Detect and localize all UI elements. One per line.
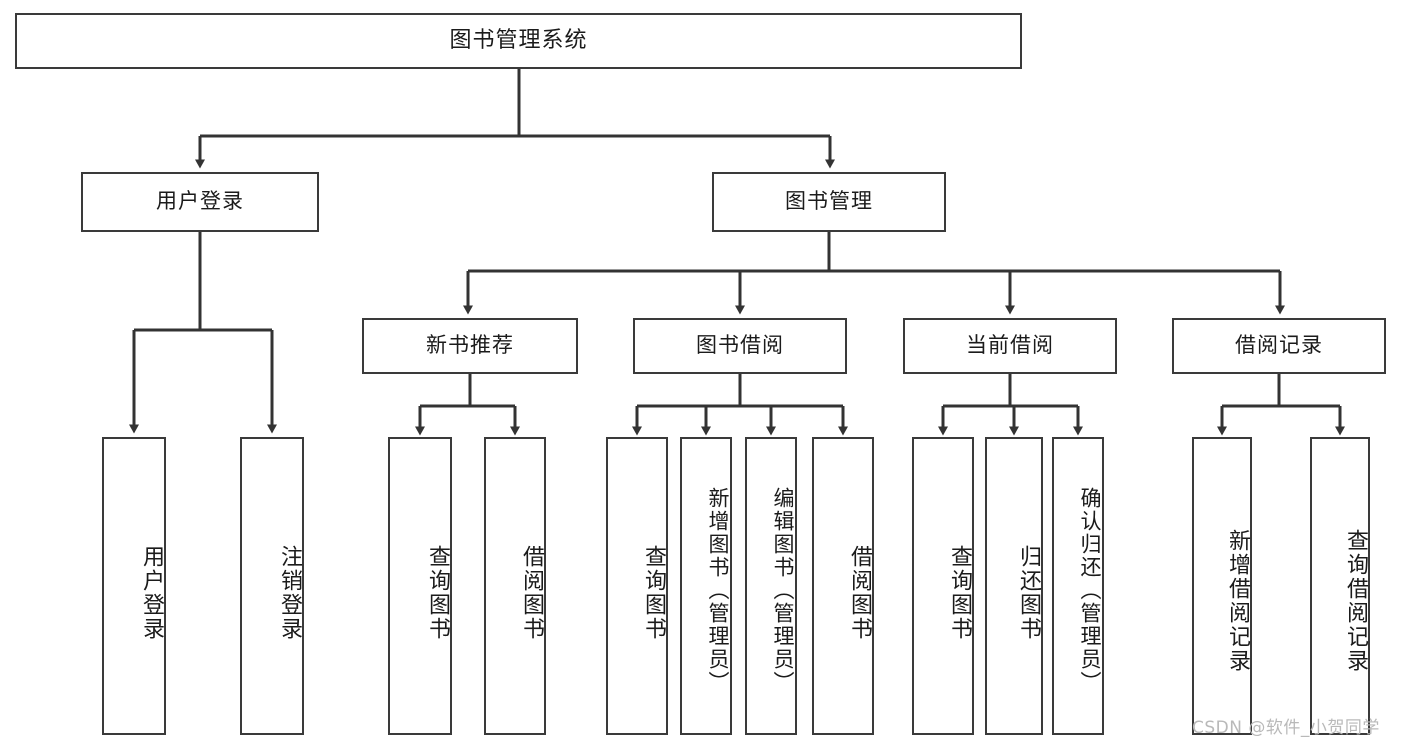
- node-leaf-borrow-book-rec[interactable]: 借阅图书: [484, 437, 546, 735]
- node-leaf-user-login-label: 用户登录: [139, 545, 164, 641]
- node-leaf-confirm-return[interactable]: 确认归还（管理员）: [1052, 437, 1104, 735]
- node-leaf-query-record[interactable]: 查询借阅记录: [1310, 437, 1370, 735]
- node-book-manage-label: 图书管理: [785, 189, 873, 214]
- node-leaf-add-record-label: 新增借阅记录: [1225, 529, 1250, 673]
- node-current-borrow[interactable]: 当前借阅: [903, 318, 1117, 374]
- csdn-watermark: CSDN @软件_小贺同学: [1192, 718, 1380, 738]
- node-book-borrow-label: 图书借阅: [696, 333, 784, 358]
- node-leaf-query-record-label: 查询借阅记录: [1343, 529, 1368, 673]
- node-leaf-borrow-book-rec-label: 借阅图书: [519, 545, 544, 641]
- node-new-book-rec[interactable]: 新书推荐: [362, 318, 578, 374]
- node-borrow-record[interactable]: 借阅记录: [1172, 318, 1386, 374]
- node-borrow-record-label: 借阅记录: [1235, 333, 1323, 358]
- node-user-login[interactable]: 用户登录: [81, 172, 319, 232]
- node-leaf-borrow-book[interactable]: 借阅图书: [812, 437, 874, 735]
- node-leaf-add-book-label: 新增图书（管理员）: [706, 486, 730, 694]
- node-leaf-query-book-borrow-label: 查询图书: [641, 545, 666, 641]
- node-leaf-add-record[interactable]: 新增借阅记录: [1192, 437, 1252, 735]
- node-leaf-user-logout-label: 注销登录: [277, 545, 302, 641]
- node-leaf-return-book-label: 归还图书: [1016, 545, 1041, 641]
- node-leaf-query-book-rec-label: 查询图书: [425, 545, 450, 641]
- node-leaf-confirm-return-label: 确认归还（管理员）: [1078, 486, 1102, 694]
- node-leaf-edit-book-label: 编辑图书（管理员）: [771, 486, 795, 694]
- node-user-login-label: 用户登录: [156, 189, 244, 214]
- node-new-book-rec-label: 新书推荐: [426, 333, 514, 358]
- node-leaf-query-book-current[interactable]: 查询图书: [912, 437, 974, 735]
- node-leaf-add-book[interactable]: 新增图书（管理员）: [680, 437, 732, 735]
- node-root[interactable]: 图书管理系统: [15, 13, 1022, 69]
- node-leaf-borrow-book-label: 借阅图书: [847, 545, 872, 641]
- node-leaf-query-book-current-label: 查询图书: [947, 545, 972, 641]
- node-leaf-query-book-rec[interactable]: 查询图书: [388, 437, 452, 735]
- node-leaf-query-book-borrow[interactable]: 查询图书: [606, 437, 668, 735]
- node-leaf-edit-book[interactable]: 编辑图书（管理员）: [745, 437, 797, 735]
- node-current-borrow-label: 当前借阅: [966, 333, 1054, 358]
- node-leaf-user-login[interactable]: 用户登录: [102, 437, 166, 735]
- node-leaf-user-logout[interactable]: 注销登录: [240, 437, 304, 735]
- node-root-label: 图书管理系统: [449, 27, 588, 53]
- node-book-manage[interactable]: 图书管理: [712, 172, 946, 232]
- node-leaf-return-book[interactable]: 归还图书: [985, 437, 1043, 735]
- node-book-borrow[interactable]: 图书借阅: [633, 318, 847, 374]
